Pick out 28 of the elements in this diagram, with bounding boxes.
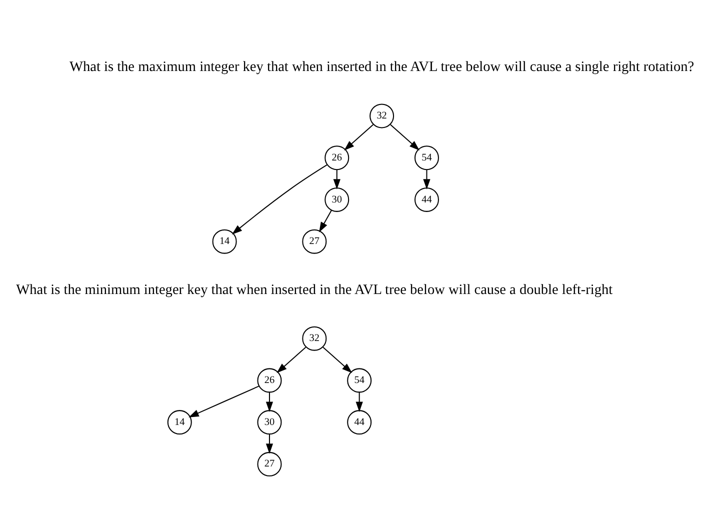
node-circle: 30 xyxy=(324,187,350,212)
label: What is the maximum integer key that when inserted in the AVL tree below will cause a single right rotation? xyxy=(69,59,694,76)
arrow xyxy=(266,392,274,412)
arrow xyxy=(344,124,374,150)
arrow xyxy=(333,170,340,190)
arrow xyxy=(188,386,260,418)
node-circle: 27 xyxy=(302,229,327,254)
label: What is the minimum integer key that when inserted in the AVL tree below will cause a double left-right xyxy=(16,282,613,298)
arrow xyxy=(276,346,306,374)
node-circle: 30 xyxy=(257,410,282,435)
node-circle: 32 xyxy=(302,326,327,351)
arrow xyxy=(322,346,352,374)
arrow xyxy=(390,124,420,150)
arrow xyxy=(423,170,430,190)
node-circle: 26 xyxy=(324,146,350,170)
node-circle: 27 xyxy=(257,452,282,476)
node-circle: 26 xyxy=(257,368,282,393)
arrow xyxy=(356,392,363,412)
arrow xyxy=(266,434,274,454)
node-circle: 54 xyxy=(347,368,372,393)
arrow xyxy=(319,210,332,232)
node-circle: 54 xyxy=(414,146,439,170)
node-circle: 32 xyxy=(370,104,394,128)
node-circle: 44 xyxy=(414,187,439,212)
arrow xyxy=(232,164,328,234)
node-circle: 44 xyxy=(347,410,372,435)
node-circle: 14 xyxy=(167,410,192,435)
node-circle: 14 xyxy=(212,229,237,254)
